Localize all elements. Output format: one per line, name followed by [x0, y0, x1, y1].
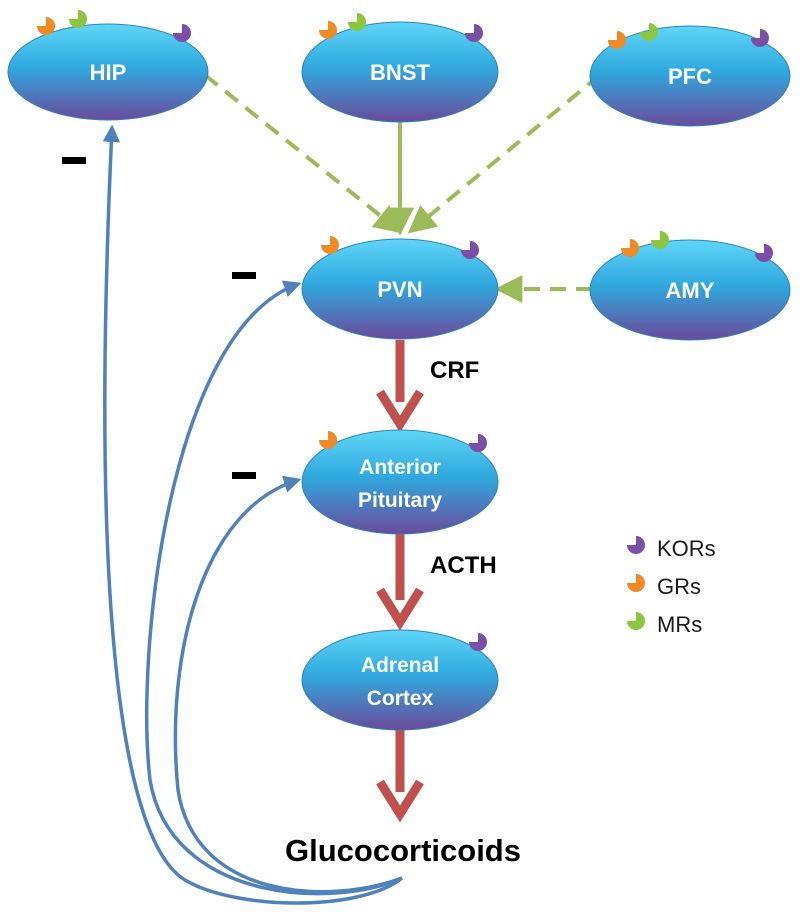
feedback-to-pvn-curve [145, 280, 403, 896]
kor-receptor-icon [465, 24, 483, 42]
gr-receptor-icon [621, 239, 639, 257]
legend-kor-label: KORs [657, 536, 716, 561]
kor-receptor-icon [469, 434, 487, 452]
crf-arrow [376, 340, 424, 433]
mr-receptor-icon [69, 10, 87, 28]
glucocorticoids-label: Glucocorticoids [285, 833, 521, 868]
gr-receptor-icon [319, 431, 337, 449]
acth-label: ACTH [430, 552, 497, 579]
feedback-to-pituitary-curve [173, 475, 403, 894]
gr-receptor-icon [319, 21, 337, 39]
legend-gr-label: GRs [657, 574, 701, 599]
pfc-to-pvn-arrow [407, 73, 602, 234]
node-pfc: PFC [589, 23, 791, 127]
gr-receptor-icon [321, 236, 339, 254]
pituitary-inhibition-minus [232, 472, 256, 479]
crf-label: CRF [430, 357, 479, 384]
kor-receptor-icon [751, 29, 769, 47]
node-pfc-label: PFC [668, 64, 712, 89]
acth-arrow [376, 534, 424, 631]
node-bnst-label: BNST [370, 60, 430, 85]
node-amy: AMY [589, 231, 791, 341]
gr-receptor-icon [37, 17, 55, 35]
mr-receptor-icon [348, 13, 366, 31]
kor-receptor-icon [173, 24, 191, 42]
node-adrenal-label-line2: Cortex [367, 687, 434, 710]
mr-receptor-icon [651, 231, 669, 249]
node-bnst: BNST [301, 13, 499, 123]
hip-to-pvn-arrow [203, 73, 403, 234]
hip-inhibition-minus [62, 157, 86, 164]
kor-receptor-icon [627, 536, 645, 554]
node-pvn-label: PVN [377, 277, 422, 302]
receptor-legend: KORs GRs MRs [627, 536, 716, 637]
kor-receptor-icon [469, 633, 487, 651]
node-pituitary-label-line1: Anterior [359, 456, 441, 479]
kor-receptor-icon [461, 241, 479, 259]
legend-mr-label: MRs [657, 612, 702, 637]
gr-receptor-icon [608, 31, 626, 49]
mr-receptor-icon [627, 612, 645, 630]
pvn-inhibition-minus [232, 272, 256, 279]
kor-receptor-icon [755, 244, 773, 262]
node-amy-label: AMY [666, 278, 715, 303]
feedback-to-hip-curve [102, 124, 404, 905]
node-hip: HIP [7, 10, 209, 121]
node-adrenal-cortex: Adrenal Cortex [301, 629, 499, 731]
gr-receptor-icon [627, 574, 645, 592]
glucocorticoid-arrow [376, 730, 424, 823]
mr-receptor-icon [640, 23, 658, 41]
node-anterior-pituitary: Anterior Pituitary [301, 429, 499, 535]
node-pituitary-label-line2: Pituitary [358, 489, 442, 512]
node-pvn: PVN [301, 236, 499, 340]
node-adrenal-label-line1: Adrenal [361, 654, 439, 677]
node-hip-label: HIP [90, 60, 127, 85]
